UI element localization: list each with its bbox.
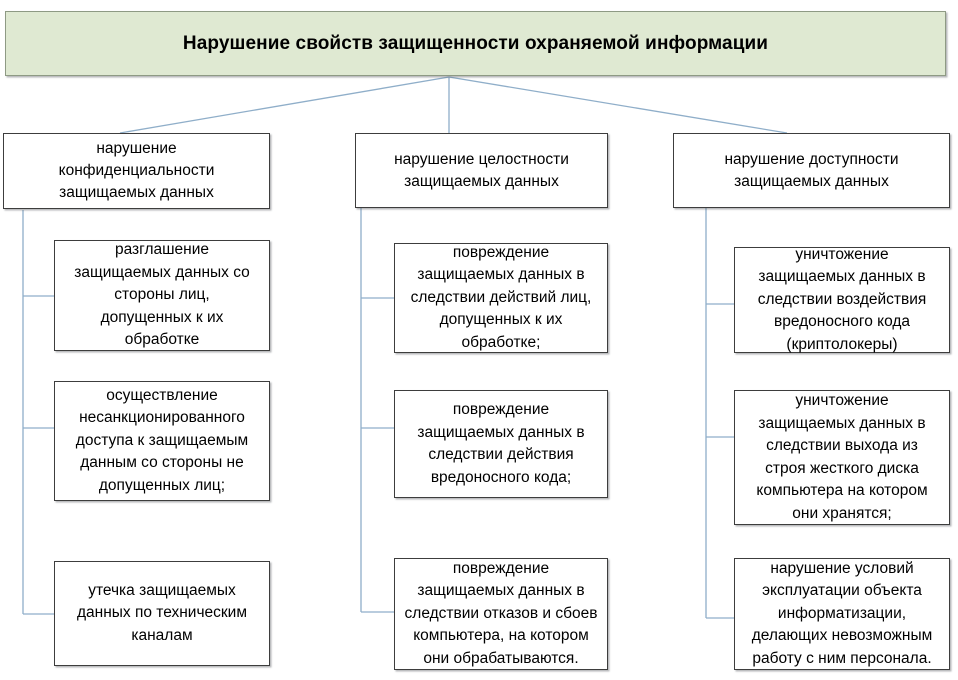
leaf-node-label: нарушение условий эксплуатации объекта и…: [751, 559, 933, 667]
leaf-node[interactable]: утечка защищаемых данных по техническим …: [54, 561, 270, 666]
leaf-node[interactable]: разглашение защищаемых данных со стороны…: [54, 240, 270, 351]
leaf-node-label: разглашение защищаемых данных со стороны…: [74, 241, 250, 349]
leaf-node-label: уничтожение защищаемых данных в следстви…: [757, 245, 927, 353]
branch-heading-integrity[interactable]: нарушение целостности защищаемых данных: [355, 133, 608, 208]
branch-heading-label: нарушение доступности защищаемых данных: [724, 150, 899, 190]
leaf-node-label: утечка защищаемых данных по техническим …: [76, 581, 247, 644]
connector-root-to-col3: [448, 76, 788, 134]
leaf-node-label: повреждение защищаемых данных в следстви…: [417, 401, 585, 486]
connector-root-to-col1: [119, 76, 450, 134]
branch-heading-label: нарушение конфиденциальности защищаемых …: [58, 140, 215, 201]
leaf-node[interactable]: повреждение защищаемых данных в следстви…: [394, 558, 608, 670]
leaf-node-label: повреждение защищаемых данных в следстви…: [410, 243, 592, 351]
leaf-node[interactable]: нарушение условий эксплуатации объекта и…: [734, 558, 950, 670]
leaf-node[interactable]: повреждение защищаемых данных в следстви…: [394, 243, 608, 353]
leaf-node-label: повреждение защищаемых данных в следстви…: [404, 559, 598, 667]
root-node-label: Нарушение свойств защищенности охраняемо…: [182, 32, 769, 54]
leaf-node[interactable]: уничтожение защищаемых данных в следстви…: [734, 246, 950, 353]
leaf-node[interactable]: осуществление несанкционированного досту…: [54, 381, 270, 501]
leaf-node-label: уничтожение защищаемых данных в следстви…: [756, 392, 928, 522]
leaf-node[interactable]: уничтожение защищаемых данных в следстви…: [734, 390, 950, 525]
leaf-node-label: осуществление несанкционированного досту…: [75, 386, 249, 494]
branch-heading-label: нарушение целостности защищаемых данных: [394, 150, 569, 190]
branch-heading-confidentiality[interactable]: нарушение конфиденциальности защищаемых …: [3, 133, 270, 209]
root-node[interactable]: Нарушение свойств защищенности охраняемо…: [5, 11, 946, 76]
branch-heading-availability[interactable]: нарушение доступности защищаемых данных: [673, 133, 950, 208]
leaf-node[interactable]: повреждение защищаемых данных в следстви…: [394, 390, 608, 498]
